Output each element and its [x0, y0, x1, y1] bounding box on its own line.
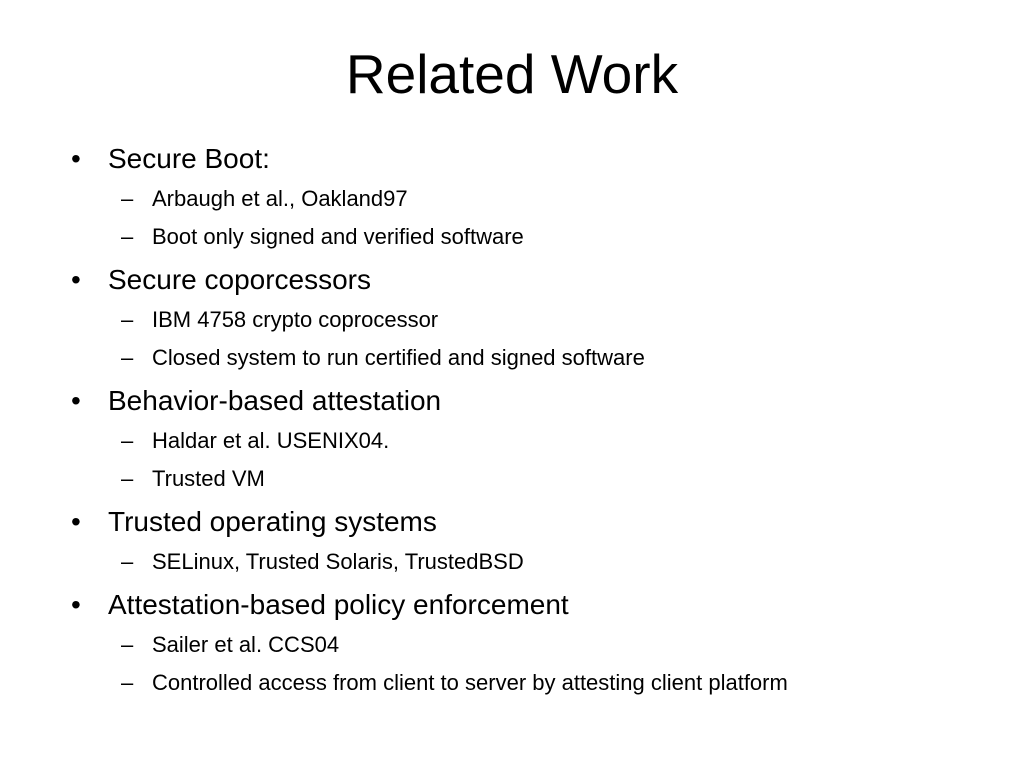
- outline-body: • Secure Boot: – Arbaugh et al., Oakland…: [60, 138, 932, 702]
- bullet-level1: • Behavior-based attestation: [60, 380, 932, 421]
- page-title: Related Work: [345, 43, 679, 105]
- bullet-level2-label: Boot only signed and verified software: [152, 224, 524, 249]
- bullet-group: • Behavior-based attestation – Haldar et…: [60, 380, 932, 498]
- bullet-level2-label: Trusted VM: [152, 466, 265, 491]
- bullet-level2: – IBM 4758 crypto coprocessor: [60, 301, 932, 339]
- bullet-level1-label: Secure Boot:: [108, 143, 270, 174]
- bullet-dot-icon: •: [71, 264, 81, 295]
- bullet-level2: – Closed system to run certified and sig…: [60, 339, 932, 377]
- bullet-dash-icon: –: [121, 224, 134, 249]
- bullet-level1-label: Secure coporcessors: [108, 264, 372, 295]
- bullet-dash-icon: –: [121, 670, 134, 695]
- bullet-level1-label: Attestation-based policy enforcement: [108, 589, 569, 620]
- bullet-level2-label: Controlled access from client to server …: [152, 670, 788, 695]
- bullet-level2: – Sailer et al. CCS04: [60, 626, 932, 664]
- bullet-level2: – Controlled access from client to serve…: [60, 664, 932, 702]
- bullet-dot-icon: •: [71, 589, 81, 620]
- bullet-level2-label: SELinux, Trusted Solaris, TrustedBSD: [152, 549, 524, 574]
- bullet-level1: • Attestation-based policy enforcement: [60, 584, 932, 625]
- bullet-group: • Secure coporcessors – IBM 4758 crypto …: [60, 259, 932, 377]
- bullet-level2-label: Arbaugh et al., Oakland97: [152, 186, 408, 211]
- bullet-level2: – Arbaugh et al., Oakland97: [60, 180, 932, 218]
- bullet-dot-icon: •: [71, 385, 81, 416]
- bullet-level1: • Secure coporcessors: [60, 259, 932, 300]
- bullet-level2-label: Sailer et al. CCS04: [152, 632, 340, 657]
- bullet-level1-label: Trusted operating systems: [108, 506, 437, 537]
- bullet-dash-icon: –: [121, 307, 134, 332]
- bullet-level2: – Trusted VM: [60, 460, 932, 498]
- bullet-group: • Trusted operating systems – SELinux, T…: [60, 501, 932, 581]
- bullet-group: • Secure Boot: – Arbaugh et al., Oakland…: [60, 138, 932, 256]
- bullet-level1: • Trusted operating systems: [60, 501, 932, 542]
- bullet-level2-label: IBM 4758 crypto coprocessor: [152, 307, 439, 332]
- bullet-dash-icon: –: [121, 428, 134, 453]
- bullet-dash-icon: –: [121, 632, 134, 657]
- bullet-level2: – Boot only signed and verified software: [60, 218, 932, 256]
- bullet-level2: – Haldar et al. USENIX04.: [60, 422, 932, 460]
- bullet-level2-label: Closed system to run certified and signe…: [152, 345, 645, 370]
- bullet-dash-icon: –: [121, 186, 134, 211]
- bullet-level2: – SELinux, Trusted Solaris, TrustedBSD: [60, 543, 932, 581]
- bullet-dash-icon: –: [121, 345, 134, 370]
- bullet-dot-icon: •: [71, 143, 81, 174]
- bullet-level1: • Secure Boot:: [60, 138, 932, 179]
- bullet-dot-icon: •: [71, 506, 81, 537]
- bullet-group: • Attestation-based policy enforcement –…: [60, 584, 932, 702]
- bullet-dash-icon: –: [121, 466, 134, 491]
- bullet-level1-label: Behavior-based attestation: [108, 385, 442, 416]
- bullet-level2-label: Haldar et al. USENIX04.: [152, 428, 390, 453]
- bullet-dash-icon: –: [121, 549, 134, 574]
